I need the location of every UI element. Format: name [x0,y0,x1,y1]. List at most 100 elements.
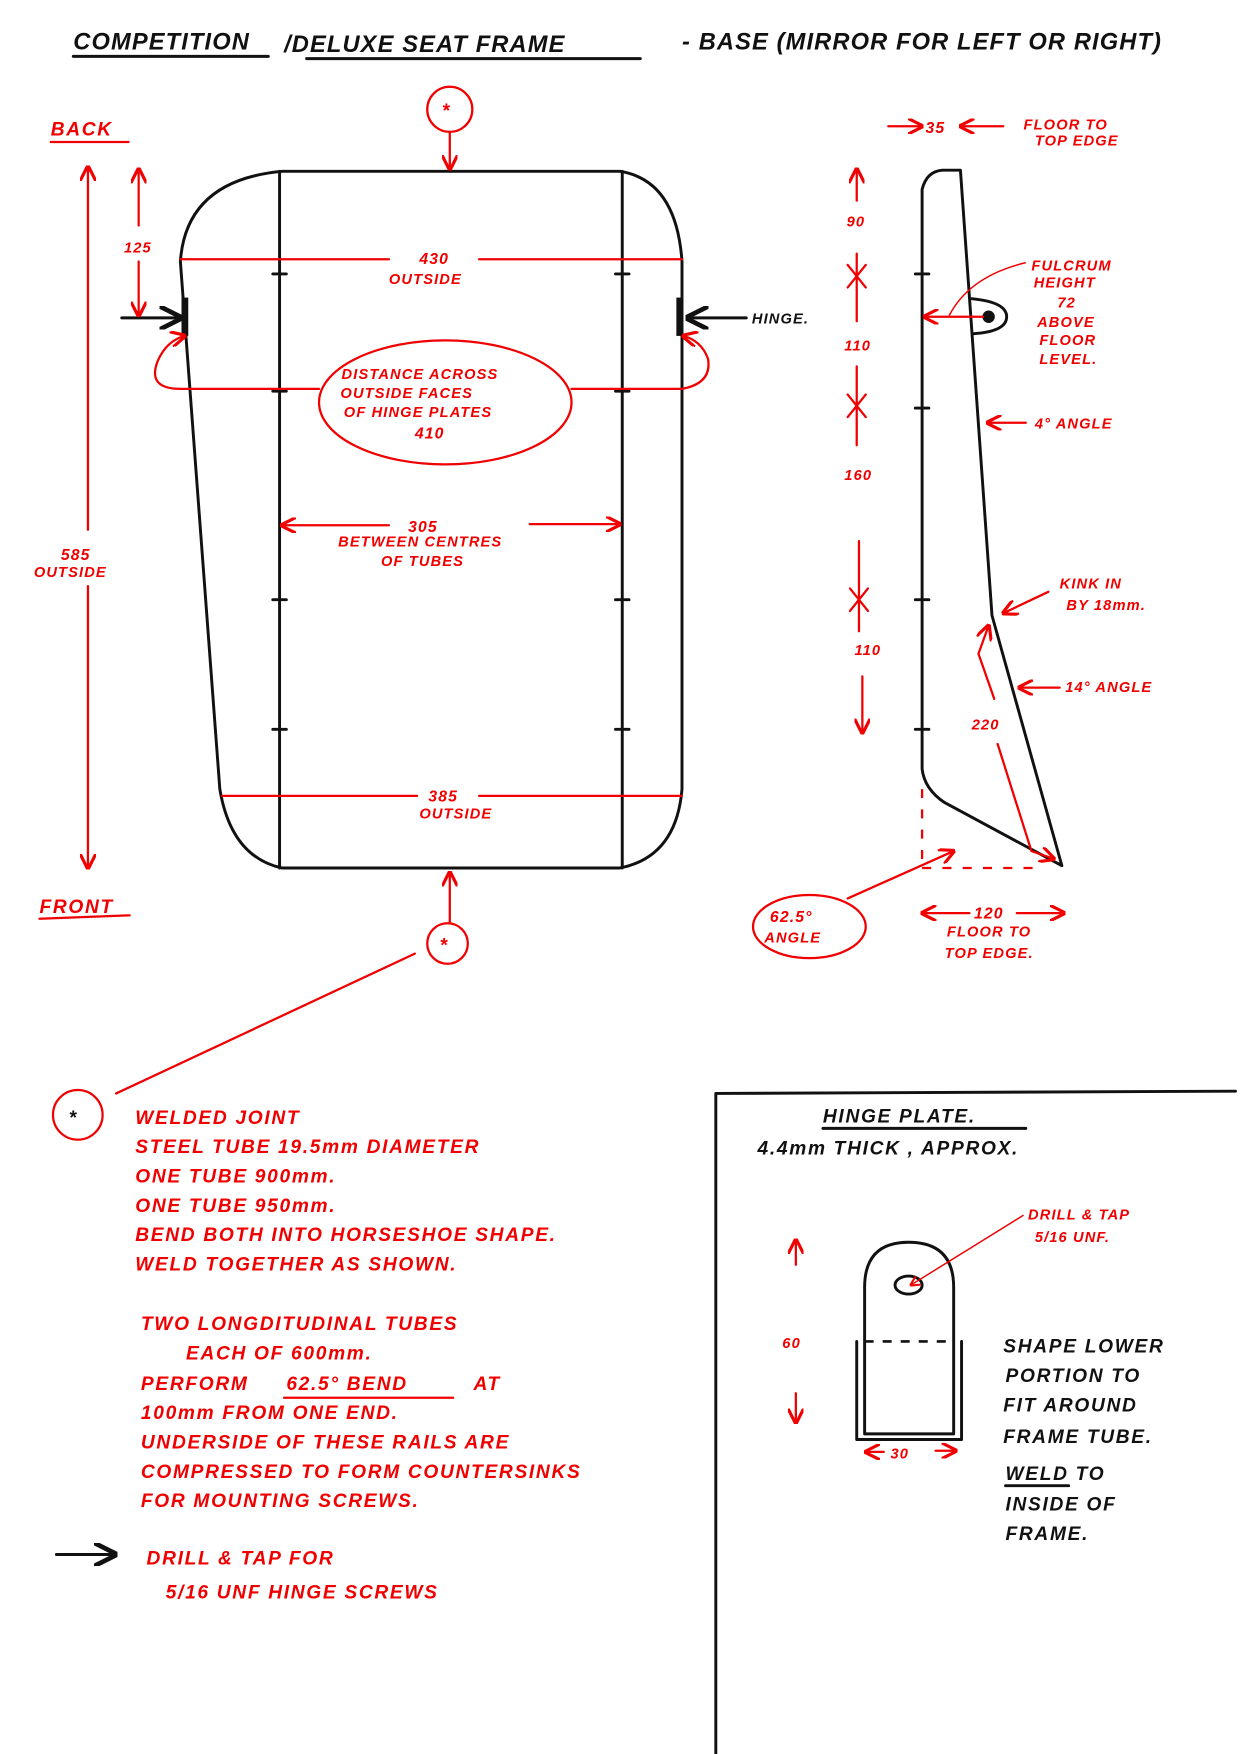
segment-dim: 160 [844,468,872,484]
fulcrum-hinge-plate [970,297,1009,336]
hinge-note-line: FIT AROUND [1003,1395,1137,1416]
tube-side-profile [920,168,1064,868]
hinge-note-line: FRAME TUBE. [1003,1427,1153,1448]
note-line-emphasis: 62.5° BEND [286,1374,407,1395]
bend-angle-arrow [846,851,954,900]
dim-430: 430 [418,251,449,268]
note-line: BEND BOTH INTO HORSESHOE SHAPE. [135,1225,556,1246]
hinge-distance-line: DISTANCE ACROSS [342,367,499,383]
mounting-hole-ticks [271,272,631,731]
front-underline [38,914,131,920]
dim-125: 125 [124,241,152,257]
note-line: 100mm FROM ONE END. [141,1403,399,1424]
hinge-distance-line: OF HINGE PLATES [344,405,492,421]
dim-220: 220 [971,717,1000,733]
fulcrum-note-line: HEIGHT [1034,275,1096,291]
dim-305-note: OF TUBES [381,554,464,570]
hinge-note-line: INSIDE OF [1006,1495,1117,1516]
note-line: 5/16 UNF HINGE SCREWS [166,1582,439,1603]
dim-385-note: OUTSIDE [419,806,492,822]
bend-angle-value: 62.5° [770,909,813,926]
drill-note: 5/16 UNF. [1035,1230,1110,1246]
detail-border [714,1089,1237,1754]
hinge-plate-right [676,297,684,336]
note-line: STEEL TUBE 19.5mm DIAMETER [135,1137,480,1158]
dim-120-note: TOP EDGE. [945,946,1034,962]
segment-dim: 110 [844,339,871,355]
dim-30: 30 [891,1447,910,1463]
dim-305: 305 [408,519,438,536]
fulcrum-note-line: FULCRUM [1031,259,1111,275]
dim-305-note: BETWEEN CENTRES [338,535,502,551]
hinge-plate-left [181,297,189,336]
fulcrum-note-line: LEVEL. [1039,352,1097,368]
back-label: BACK [51,119,113,140]
dim-120: 120 [974,906,1004,923]
fulcrum-note-line: FLOOR [1039,333,1096,349]
dim-60: 60 [782,1336,801,1352]
hinge-note-line: WELD TO [1006,1464,1106,1485]
hinge-distance-arrow-left [153,336,321,391]
dim-35-note: TOP EDGE [1035,133,1119,149]
hinge-distance-value: 410 [414,426,445,443]
kink-note: BY 18mm. [1066,598,1146,614]
hinge-distance-line: OUTSIDE FACES [340,386,473,402]
fulcrum-leader [948,261,1026,316]
tapped-hole [893,1274,924,1296]
dim-120-note: FLOOR TO [947,925,1031,941]
segment-dimensions: 90 110 160 110 [844,169,881,733]
note-line: FOR MOUNTING SCREWS. [141,1491,420,1512]
weld-marker-icon: * [442,101,451,122]
dim-585-note: OUTSIDE [34,565,107,581]
fulcrum-point [982,310,995,323]
mounting-hole-ticks [913,272,931,731]
kink-arrow [1003,590,1050,613]
note-line: WELD TOGETHER AS SHOWN. [135,1254,457,1275]
dim-35: 35 [925,120,945,137]
frame-outline [178,169,684,870]
hinge-plate-detail: HINGE PLATE. 4.4mm THICK , APPROX. DRILL… [714,1089,1237,1754]
hinge-plate-thickness: 4.4mm THICK , APPROX. [757,1138,1020,1159]
hinge-plate-wrap [855,1339,964,1441]
hinge-plate-title: HINGE PLATE. [823,1107,976,1128]
hinge-plate-shape [863,1240,956,1436]
weld-marker-legend [51,1088,104,1141]
segment-dim: 110 [854,643,881,659]
weld-leader-line [114,952,416,1095]
dim-385: 385 [428,788,458,805]
note-line: TWO LONGDITUDINAL TUBES [141,1314,458,1335]
note-line: WELDED JOINT [135,1108,301,1129]
dim-220-arrow-down [996,742,1054,859]
weld-marker-icon: * [69,1108,78,1129]
hinge-note-line: FRAME. [1006,1524,1090,1545]
note-line: AT [472,1374,501,1395]
hinge-distance-arrow-right [570,336,710,391]
dim-585: 585 [61,547,91,564]
angle-4-label: 4° ANGLE [1034,416,1113,432]
note-line: DRILL & TAP FOR [147,1549,335,1570]
hinge-note-line: SHAPE LOWER [1003,1337,1164,1358]
fulcrum-note: FULCRUM HEIGHT 72 ABOVE FLOOR LEVEL. [1031,259,1111,369]
plan-view: BACK FRONT HINGE. * * 430 OUTSIDE DISTAN… [34,85,809,1095]
angle-14-label: 14° ANGLE [1065,680,1152,696]
title-base-mirror: - BASE (MIRROR FOR LEFT OR RIGHT) [682,30,1162,56]
dim-220-arrow-up [978,626,996,701]
drill-leader [911,1214,1024,1285]
bend-angle-callout [751,893,867,960]
note-line: ONE TUBE 950mm. [135,1196,336,1217]
front-label: FRONT [39,897,114,918]
side-view: 35 FLOOR TO TOP EDGE FULCRUM HEIGHT 72 A… [751,118,1152,962]
weld-marker-bottom [426,922,469,965]
title-deluxe-seat-frame: /DELUXE SEAT FRAME [283,32,565,58]
note-line: EACH OF 600mm. [186,1343,373,1364]
hinge-label: HINGE. [752,312,809,328]
hinge-note-line: PORTION TO [1006,1366,1141,1387]
note-line: UNDERSIDE OF THESE RAILS ARE [141,1433,510,1454]
dim-430-note: OUTSIDE [389,272,462,288]
kink-note: KINK IN [1060,576,1122,592]
drill-note: DRILL & TAP [1028,1208,1130,1224]
construction-notes: * WELDED JOINT STEEL TUBE 19.5mm DIAMETE… [51,1088,582,1603]
fulcrum-note-line: ABOVE [1036,315,1095,331]
note-line: COMPRESSED TO FORM COUNTERSINKS [141,1462,582,1483]
